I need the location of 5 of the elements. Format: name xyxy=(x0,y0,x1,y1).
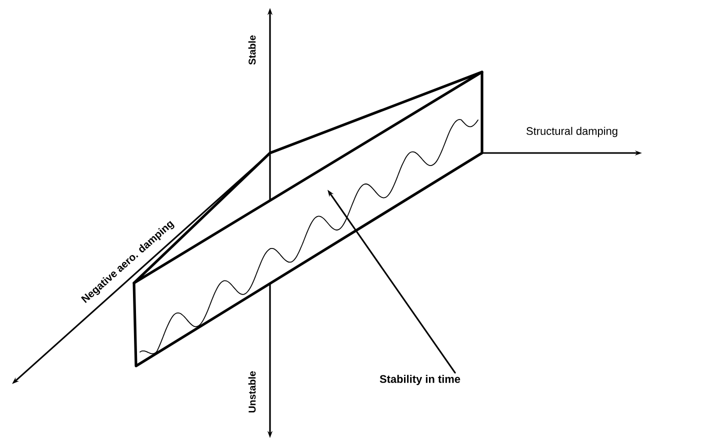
axis-label: Stable xyxy=(248,35,256,65)
wave-curve xyxy=(140,119,478,354)
caption-text: Stability in time xyxy=(380,374,460,386)
axis-label: Unstable xyxy=(248,371,256,412)
axis-label: Structural damping xyxy=(526,126,618,138)
